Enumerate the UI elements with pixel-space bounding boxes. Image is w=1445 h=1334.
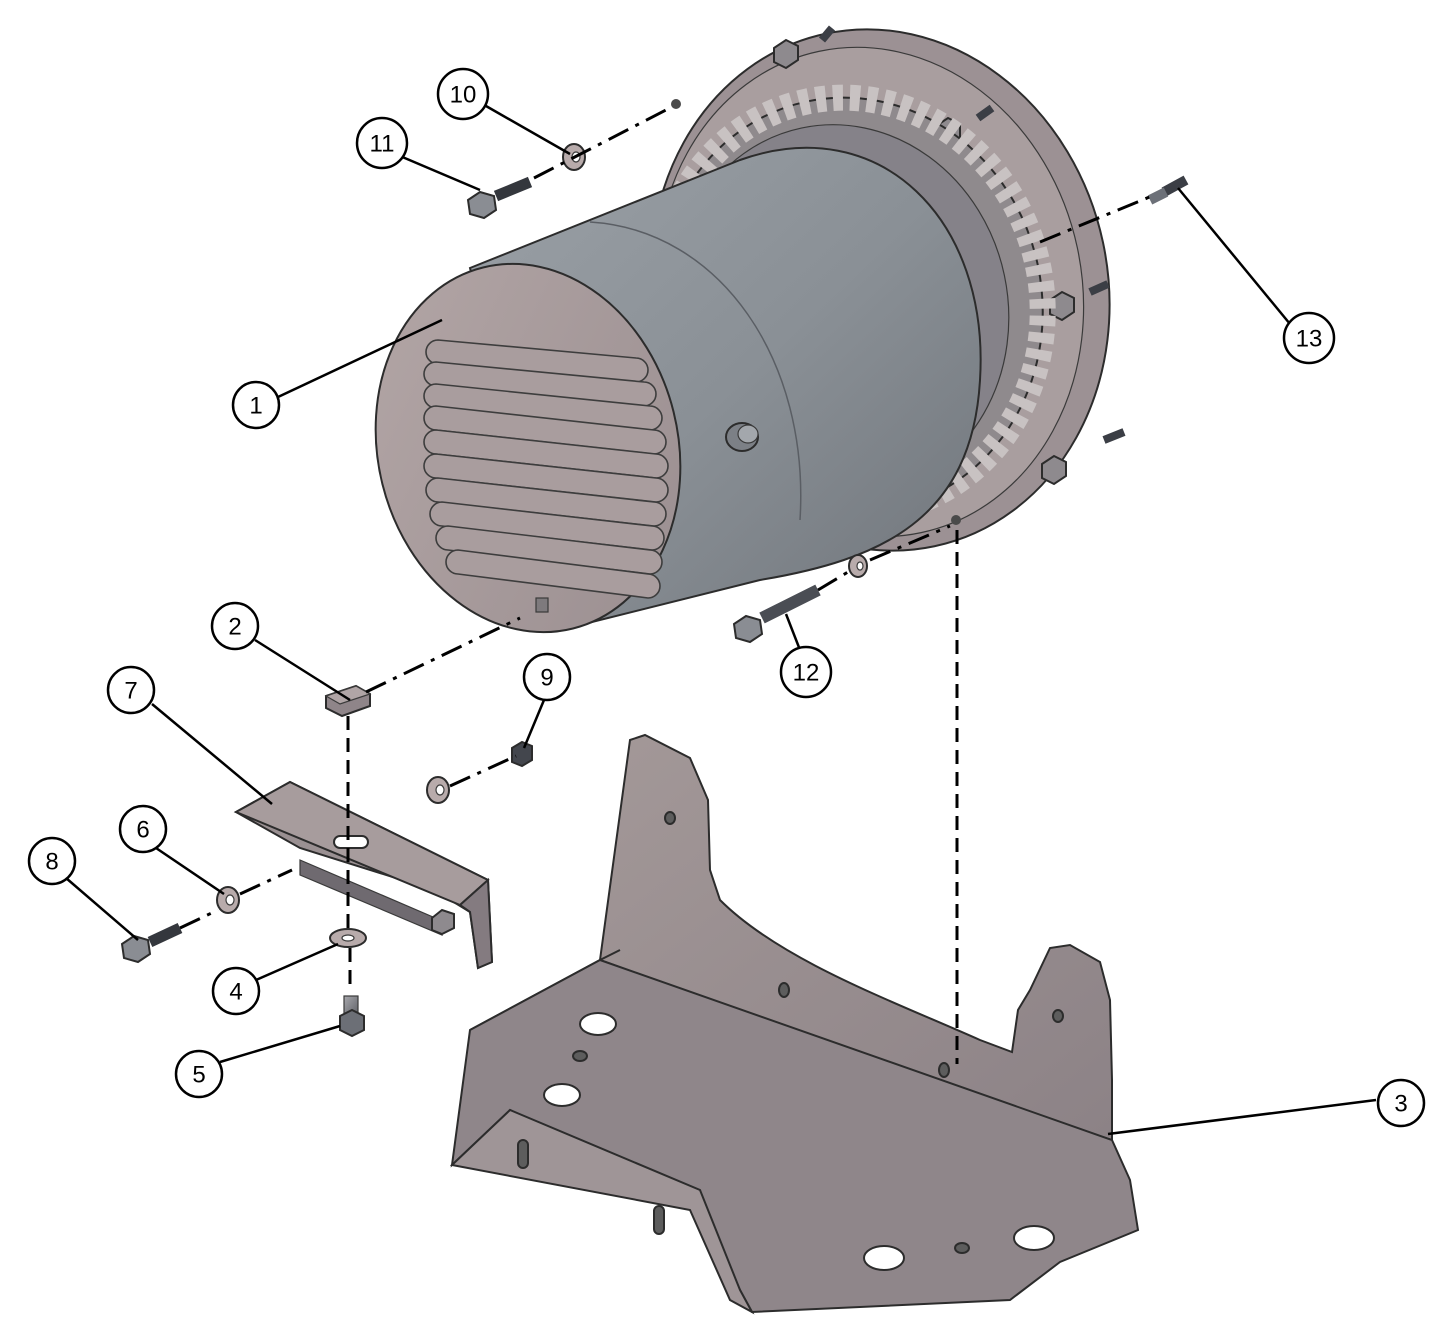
bolt-part-12 <box>732 584 821 644</box>
callout-13: 13 <box>1282 311 1336 365</box>
svg-text:11: 11 <box>370 131 395 158</box>
callout-11: 11 <box>355 116 409 170</box>
callout-10: 10 <box>436 67 490 121</box>
callout-6: 6 <box>118 804 168 854</box>
bolt-part-11 <box>466 176 533 220</box>
callout-12: 12 <box>779 645 833 699</box>
bolt-part-8 <box>120 923 183 964</box>
flange-hole-top <box>671 99 681 109</box>
callout-3: 3 <box>1376 1078 1426 1128</box>
callout-2: 2 <box>210 601 260 651</box>
housing-boss <box>725 422 759 452</box>
svg-text:1: 1 <box>249 393 262 420</box>
svg-text:8: 8 <box>45 849 58 876</box>
strap-nut <box>431 908 455 936</box>
svg-text:10: 10 <box>450 82 477 109</box>
housing-seam <box>589 221 802 521</box>
callout-4: 4 <box>211 966 261 1016</box>
bracket-holes <box>517 811 1064 1271</box>
clip-part-2 <box>324 684 372 718</box>
svg-text:12: 12 <box>793 660 820 687</box>
motor-assembly <box>374 25 1126 634</box>
svg-text:7: 7 <box>124 678 137 705</box>
svg-text:13: 13 <box>1296 326 1323 353</box>
callout-7: 7 <box>106 665 156 715</box>
svg-text:4: 4 <box>229 979 242 1006</box>
bracket-rear-plate <box>598 733 1113 1142</box>
flange-studs <box>818 25 1126 444</box>
svg-text:6: 6 <box>136 817 149 844</box>
end-cap-louvers <box>423 339 669 599</box>
callout-1: 1 <box>231 380 281 430</box>
svg-text:3: 3 <box>1394 1091 1407 1118</box>
support-strap <box>233 780 494 970</box>
callout-leaders <box>65 104 1377 1136</box>
nut-part-9 <box>511 740 533 768</box>
mounting-bracket <box>449 733 1140 1315</box>
assembly-lines <box>179 108 1153 1064</box>
svg-text:2: 2 <box>228 614 241 641</box>
end-cap-tab <box>535 597 549 613</box>
stud-part-13 <box>1147 175 1189 205</box>
svg-text:5: 5 <box>192 1062 205 1089</box>
callout-5: 5 <box>174 1049 224 1099</box>
callout-8: 8 <box>27 836 77 886</box>
callout-balloons: 1 2 3 4 5 6 7 8 <box>27 67 1426 1128</box>
svg-text:9: 9 <box>540 665 553 692</box>
bolt-part-5 <box>339 995 365 1038</box>
strap-slot <box>333 835 369 849</box>
callout-9: 9 <box>522 652 572 702</box>
flange-hole-bottom <box>951 515 961 525</box>
